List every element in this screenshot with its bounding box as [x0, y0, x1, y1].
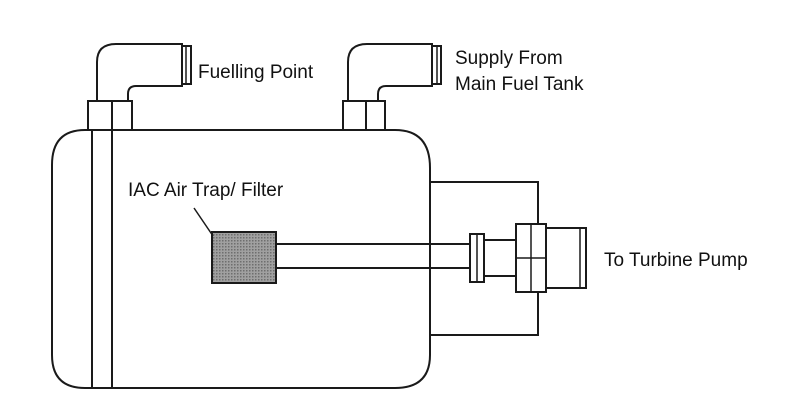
label-supply-line1: Supply From — [455, 48, 563, 69]
air-trap-filter — [211, 231, 277, 284]
label-supply-line2: Main Fuel Tank — [455, 74, 584, 95]
air-trap-leader — [193, 207, 214, 237]
label-turbine-pump: To Turbine Pump — [604, 250, 748, 271]
supply-fitting — [342, 43, 442, 131]
label-fuelling-point: Fuelling Point — [198, 62, 314, 83]
fuelling-point-fitting — [87, 43, 192, 131]
outlet-fitting — [469, 223, 587, 293]
label-air-trap: IAC Air Trap/ Filter — [128, 180, 284, 201]
